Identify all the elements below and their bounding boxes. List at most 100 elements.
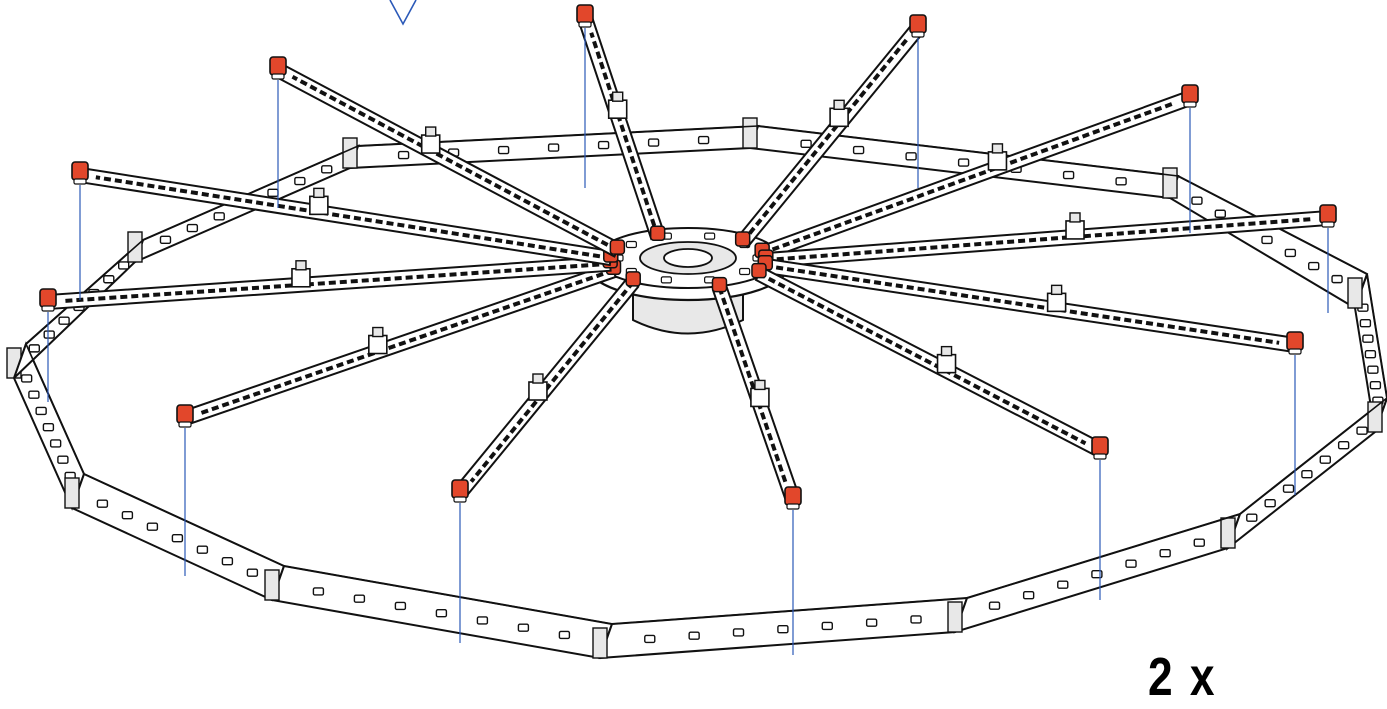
inner-cap <box>751 262 767 279</box>
ring-hole <box>1264 499 1276 508</box>
outer-ring <box>6 117 1387 660</box>
ring-hole <box>905 152 917 161</box>
arm <box>754 84 1199 262</box>
arm <box>576 4 666 241</box>
end-cap <box>71 161 89 185</box>
ring-joint <box>64 477 80 509</box>
ring-joint <box>742 117 758 149</box>
arm-slots <box>758 271 1087 446</box>
ring-hole <box>146 522 159 531</box>
end-cap-body <box>176 404 194 424</box>
ring-segment <box>64 472 286 602</box>
ring-hole <box>1261 235 1273 245</box>
arm <box>269 56 626 258</box>
ring-hole <box>321 165 333 174</box>
ring-hole <box>821 621 833 631</box>
ring-hole <box>1301 470 1313 479</box>
ring-hole <box>221 557 234 566</box>
ring-hole <box>312 587 325 596</box>
ring-hole <box>35 406 47 416</box>
end-cap <box>576 4 594 28</box>
arm-clip-tab <box>425 126 437 137</box>
arm-clip-tab <box>991 143 1004 154</box>
arm-clip-tab <box>295 260 307 271</box>
arm-clip <box>309 195 329 216</box>
end-cap <box>784 486 802 510</box>
arm <box>751 262 1109 460</box>
ring-hole <box>1364 350 1377 359</box>
ring-hole <box>1159 549 1171 558</box>
ring-hole <box>294 176 306 186</box>
ring-hole <box>1284 248 1297 258</box>
end-cap-foot <box>73 178 87 185</box>
ring-hole <box>1356 426 1368 435</box>
arm-clip-tab <box>1050 284 1063 296</box>
end-cap-foot <box>453 496 467 503</box>
end-cap-body <box>576 4 594 24</box>
ring-hole <box>777 625 789 634</box>
ring-hole <box>1282 484 1295 493</box>
end-cap <box>451 479 469 503</box>
end-cap-body <box>39 288 57 308</box>
end-cap <box>909 14 927 38</box>
ring-segment <box>592 596 969 660</box>
ring-joint <box>1162 167 1178 199</box>
hub-bore <box>663 248 713 268</box>
ring-hole <box>644 634 656 644</box>
end-cap-body <box>909 14 927 34</box>
ring-hole <box>697 135 710 145</box>
ring-hole <box>1214 209 1227 218</box>
ring-hole <box>800 139 812 149</box>
end-cap <box>1181 84 1199 108</box>
ring-hole <box>20 374 33 383</box>
ring-hole <box>96 499 109 508</box>
end-cap <box>1319 204 1337 228</box>
ring-hole <box>517 623 530 632</box>
ring-hole <box>910 615 922 624</box>
end-cap-foot <box>1183 101 1197 108</box>
ring-hole <box>57 455 69 464</box>
end-cap-body <box>1286 331 1304 351</box>
ring-hole <box>1062 170 1075 180</box>
ring-hole <box>246 568 259 577</box>
arm-clip <box>829 107 849 128</box>
ring-hole <box>117 261 130 270</box>
end-cap-body <box>1181 84 1199 104</box>
arm-clip <box>750 387 770 408</box>
arm <box>734 14 927 249</box>
arms <box>39 4 1337 510</box>
arm-slots <box>469 280 635 483</box>
ring-hole <box>28 344 40 353</box>
ring-hole <box>1369 381 1382 390</box>
chevron-down-icon <box>389 0 417 26</box>
ring-hole <box>1191 196 1203 205</box>
ring-hole <box>28 390 40 399</box>
ring-joint <box>342 137 358 169</box>
arm-clip <box>607 99 628 119</box>
hub-slot <box>704 232 716 240</box>
ring-hole <box>42 423 55 432</box>
inner-cap <box>625 271 641 287</box>
ring-hole <box>171 534 184 543</box>
ring-hole <box>547 143 560 152</box>
arm-slots <box>764 263 1280 345</box>
guide-lines <box>47 28 1329 655</box>
arm-clip <box>291 267 311 288</box>
arm-slots <box>63 261 611 303</box>
arm-clip <box>420 134 441 154</box>
ring-hole <box>49 439 62 448</box>
end-cap-foot <box>1288 348 1302 355</box>
end-cap-foot <box>178 421 192 428</box>
ring-joint <box>264 569 280 601</box>
arm <box>711 276 802 510</box>
hub-slot <box>625 240 637 249</box>
end-cap-foot <box>578 21 592 28</box>
end-cap <box>39 288 57 312</box>
arm-clip-tab <box>1069 212 1081 223</box>
ring-hole <box>497 145 510 155</box>
ring-hole <box>1057 580 1069 589</box>
arm-clip-tab <box>940 345 953 357</box>
ring-hole <box>1125 559 1137 568</box>
arm-clip <box>1046 292 1067 313</box>
